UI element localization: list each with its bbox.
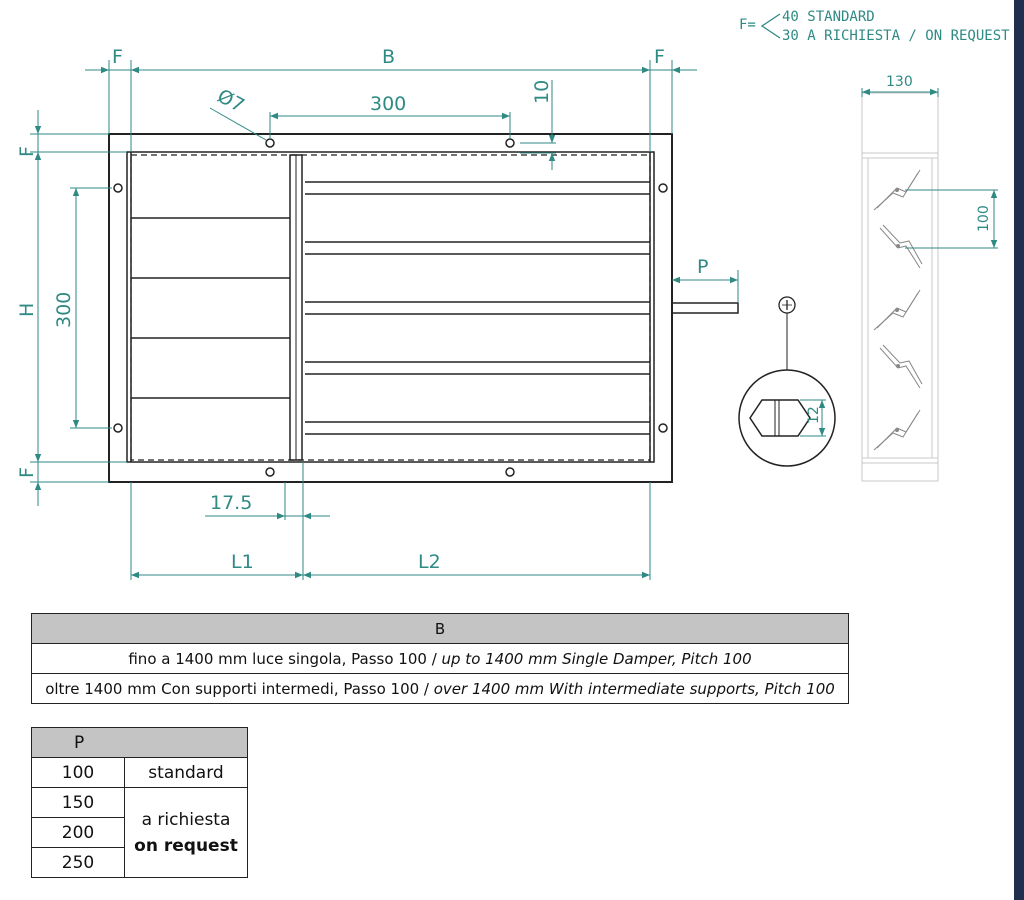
dim-pitch-horizontal: 300 [370,93,406,115]
dim-hole-diameter: Ø7 [214,85,248,117]
damper-side-view: 130 100 [861,74,998,482]
table-p-request-en: on request [134,835,238,856]
page-edge-bar [1014,0,1024,900]
table-p-value: 200 [31,817,125,848]
dim-pitch-vertical: 300 [53,292,75,328]
dim-blade-pitch: 100 [976,205,992,232]
shaft-detail: 12 [738,296,836,467]
damper-front-view [108,133,739,483]
dim-h: H [16,303,38,317]
dim-f-top-right: F [654,46,665,68]
table-b-cell-supports: oltre 1400 mm Con supporti intermedi, Pa… [31,673,849,704]
table-row: oltre 1400 mm Con supporti intermedi, Pa… [31,673,849,704]
table-p-request-it: a richiesta [141,809,231,830]
dim-f-top-left: F [112,46,123,68]
table-row: 250 [31,847,248,878]
table-p-value: 150 [31,787,125,818]
dim-f-left-bottom: F [16,467,38,478]
table-row: 150 a richiesta on request [31,787,248,878]
dim-shaft-12: 12 [806,406,822,424]
table-b-cell-single: fino a 1400 mm luce singola, Passo 100 /… [31,643,849,674]
dim-b: B [382,46,395,68]
dim-offset-10: 10 [531,80,553,104]
dim-l2: L2 [418,551,441,573]
dim-f-left-top: F [16,146,38,157]
table-p-header: P [31,727,248,758]
table-row: 200 [31,817,248,848]
dim-offset-17-5: 17.5 [210,492,252,514]
table-b-header-row: B [31,613,849,644]
table-b-header: B [31,613,849,644]
dimension-lines [30,60,739,580]
dim-side-width: 130 [886,74,913,90]
dimension-labels: F B F 300 10 Ø7 F H F 300 17.5 L1 L2 P [16,46,708,573]
table-p-value: 250 [31,847,125,878]
table-b: B fino a 1400 mm luce singola, Passo 100… [31,613,849,704]
f-note-on-request: 30 A RICHIESTA / ON REQUEST [782,28,1010,44]
table-row: 100 standard [31,757,248,788]
f-note: F= 40 STANDARD 30 A RICHIESTA / ON REQUE… [739,9,1010,44]
table-b-text-en: over 1400 mm With intermediate supports,… [433,679,835,698]
dim-l1: L1 [231,551,254,573]
table-p-header-row: P [31,727,248,758]
table-p: P 100 standard 150 a richiesta on reques… [31,727,248,878]
table-p-value: 100 [31,757,125,788]
table-row: fino a 1400 mm luce singola, Passo 100 /… [31,643,849,674]
dim-p: P [697,256,708,278]
table-b-text-en: up to 1400 mm Single Damper, Pitch 100 [441,649,752,668]
table-p-on-request: a richiesta on request [124,787,248,878]
table-b-text-it: oltre 1400 mm Con supporti intermedi, Pa… [45,679,434,698]
f-note-standard: 40 STANDARD [782,9,875,25]
table-b-text-it: fino a 1400 mm luce singola, Passo 100 / [128,649,442,668]
table-p-standard: standard [124,757,248,788]
f-note-prefix: F= [739,17,756,33]
